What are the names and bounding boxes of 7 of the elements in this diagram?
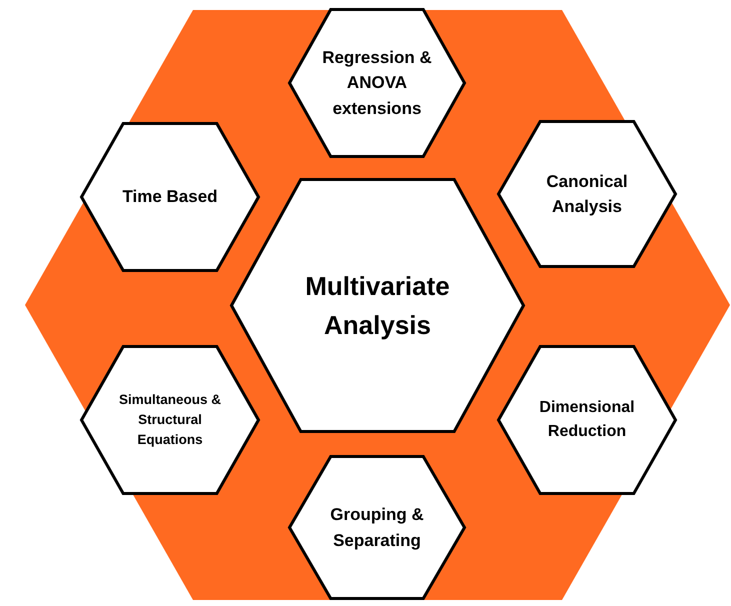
node-label: Canonical Analysis <box>545 170 629 218</box>
node-label: Dimensional Reduction <box>538 398 636 442</box>
node-label: Regression & ANOVA extensions <box>321 46 433 120</box>
node-label: Simultaneous & Structural Equations <box>118 390 222 450</box>
node-label: Time Based <box>122 186 218 208</box>
node-label: Grouping & Separating <box>329 504 425 552</box>
node-label: Multivariate Analysis <box>304 270 451 342</box>
